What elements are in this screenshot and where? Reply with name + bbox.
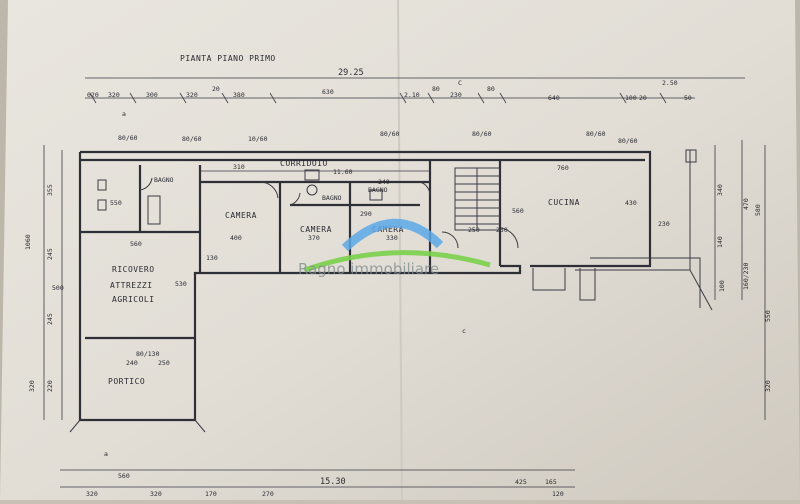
right-dim: 160/230	[742, 263, 750, 290]
top-dim-2: 300	[146, 91, 158, 99]
interior-dim: 240	[378, 178, 390, 186]
overall-top-dim: 29.25	[338, 68, 364, 78]
left-dimensions: 1060 355 245 500 245 320 220	[24, 184, 64, 392]
right-dim: 340	[716, 184, 724, 196]
interior-dim: 250	[468, 226, 480, 234]
top-dim-0: 020	[87, 91, 99, 99]
interior-dimensions: 310 550 560 400 370 330 240 290 760 560 …	[110, 163, 670, 262]
room-label-camera: CAMERA	[300, 225, 332, 234]
room-label-cucina: CUCINA	[548, 198, 580, 207]
section-mark-left-top: a	[122, 110, 126, 118]
interior-dim: 560	[130, 240, 142, 248]
interior-dim: 330	[386, 234, 398, 242]
opening-label: 80/60	[586, 130, 606, 138]
interior-dim: 290	[360, 210, 372, 218]
top-dim-8: 80	[432, 85, 440, 93]
top-dim-12: 100	[625, 94, 637, 102]
room-label-agricoli: AGRICOLI	[112, 295, 155, 304]
paper-fold	[397, 0, 403, 501]
top-dim-14: 50	[684, 94, 692, 102]
portico-dim: 80/130	[136, 350, 160, 358]
opening-label: 80/60	[182, 135, 202, 143]
watermark-text: Ragno immobiliare	[298, 260, 439, 278]
bottom-dim: 120	[552, 490, 564, 498]
top-dim-11: 640	[548, 94, 560, 102]
interior-dim: 560	[512, 207, 524, 215]
room-label-ricovero: RICOVERO	[112, 265, 155, 274]
overall-bottom-dim: 15.30	[320, 477, 346, 487]
opening-label: 10/60	[248, 135, 268, 143]
dimension-ticks-top	[89, 92, 667, 104]
portico-dim: 250	[158, 359, 170, 367]
right-dim: 100	[718, 280, 726, 292]
top-dim-13: 20	[639, 94, 647, 102]
right-dim: 550	[764, 310, 772, 322]
interior-dim: 760	[557, 164, 569, 172]
right-dim: 320	[764, 380, 772, 392]
corridor-length: 11.60	[333, 168, 353, 176]
opening-annotations: 80/60 80/60 10/60 80/60 80/60 80/60 80/6…	[118, 130, 638, 145]
interior-dim: 370	[308, 234, 320, 242]
left-dim: 500	[52, 284, 64, 292]
section-mark-top: C	[458, 79, 462, 87]
room-label-camera: CAMERA	[225, 211, 257, 220]
bottom-dim: 425	[515, 478, 527, 486]
bottom-dim: 170	[205, 490, 217, 498]
room-label-portico: PORTICO	[108, 377, 145, 386]
section-mark-bottom: a	[104, 450, 108, 458]
bottom-dim: 320	[150, 490, 162, 498]
room-label-corridoio: CORRIDOIO	[280, 159, 328, 168]
opening-label: 80/60	[380, 130, 400, 138]
top-dim-10: 80	[487, 85, 495, 93]
opening-label: 80/60	[472, 130, 492, 138]
room-label-bagno: BAGNO	[154, 176, 174, 184]
top-dim-3: 320	[186, 91, 198, 99]
interior-dim: 230	[658, 220, 670, 228]
room-label-camera: CAMERA	[372, 225, 404, 234]
left-dim: 1060	[24, 234, 32, 250]
opening-label: 80/60	[118, 134, 138, 142]
opening-label: 80/60	[618, 137, 638, 145]
interior-dim: 130	[206, 254, 218, 262]
top-dim-1: 320	[108, 91, 120, 99]
left-dim: 245	[46, 248, 54, 260]
left-dim: 320	[28, 380, 36, 392]
top-dim-5: 380	[233, 91, 245, 99]
sanitary-fixtures	[97, 169, 383, 225]
ricovero-dimension: 530	[175, 280, 187, 288]
bottom-dim: 270	[262, 490, 274, 498]
door-swings	[139, 177, 519, 249]
room-label-attrezzi: ATTREZZI	[110, 281, 153, 290]
plan-title: PIANTA PIANO PRIMO	[180, 54, 276, 63]
top-dim-6: 630	[322, 88, 334, 96]
bottom-dim: 320	[86, 490, 98, 498]
interior-dim: 400	[230, 234, 242, 242]
section-mark-mid: c	[462, 327, 466, 335]
top-dim-7: 2.10	[404, 91, 420, 99]
room-label-bagno: BAGNO	[368, 186, 388, 194]
left-dim: 245	[46, 313, 54, 325]
interior-dim: 430	[625, 199, 637, 207]
top-dim-15: 2.50	[662, 79, 678, 87]
right-dim: 470	[742, 198, 750, 210]
room-label-bagno: BAGNO	[322, 194, 342, 202]
left-dim: 220	[46, 380, 54, 392]
bottom-dim: 560	[118, 472, 130, 480]
interior-dim: 310	[233, 163, 245, 171]
top-dim-4: 20	[212, 85, 220, 93]
interior-dim: 550	[110, 199, 122, 207]
right-dimensions: 340 580 140 470 160/230 100 550 320	[716, 184, 772, 392]
left-dim: 355	[46, 184, 54, 196]
right-dim: 140	[716, 236, 724, 248]
interior-dim: 250	[496, 226, 508, 234]
building-walls	[69, 149, 713, 433]
staircase	[454, 167, 501, 231]
portico-dim: 240	[126, 359, 138, 367]
top-dim-9: 230	[450, 91, 462, 99]
bottom-dim: 165	[545, 478, 557, 486]
right-dim: 580	[754, 204, 762, 216]
watermark-logo: Ragno immobiliare	[298, 218, 491, 278]
